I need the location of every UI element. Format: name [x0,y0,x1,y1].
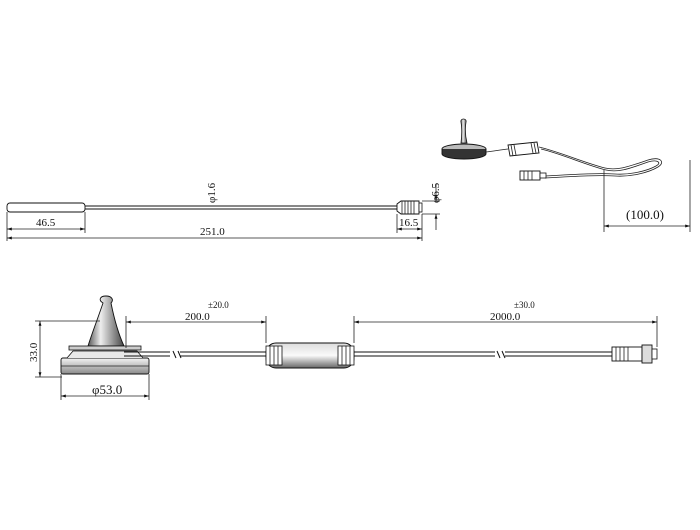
cable2-length-dimension: 2000.0 ±30.0 [353,300,658,347]
end-connector [611,344,658,364]
rod-view: φ1.6 φ6.5 46.5 16.5 251.0 [6,182,442,241]
inline-module [265,342,355,369]
iso-magnetic-base [441,118,487,160]
cable1-length-dimension: 200.0 ±20.0 [125,300,267,348]
iso-end-connector [519,170,547,181]
iso-inline-module [507,141,540,157]
isometric-view: (100.0) [441,118,691,232]
cable-segment-2 [354,350,612,359]
base-height-label: 33.0 [28,342,40,362]
iso-cable-2 [538,146,662,179]
tip-diameter-label: φ6.5 [430,182,442,203]
total-length-label: 251.0 [200,226,225,238]
cable1-length-label: 200.0 [185,311,210,323]
cable-segment-1 [124,350,266,359]
right-section-label: 16.5 [399,217,419,229]
cable2-tolerance-label: ±30.0 [514,300,535,310]
base-diameter-label: φ53.0 [92,382,122,397]
rod-base-section [6,202,86,213]
base-diameter-dimension: φ53.0 [60,374,150,400]
magnetic-base [60,295,150,375]
cable1-tolerance-label: ±20.0 [208,300,229,310]
rod-diameter-label: φ1.6 [206,182,218,203]
assembly-view: 33.0 φ53.0 200.0 ±20.0 2000.0 ±30.0 [28,295,658,400]
left-section-label: 46.5 [36,217,56,229]
base-height-dimension: 33.0 [28,320,100,378]
iso-cable-1 [485,148,509,153]
rod-tip-connector [396,200,423,215]
loop-height-dimension: (100.0) [603,160,691,232]
cable2-length-label: 2000.0 [490,311,521,323]
loop-height-label: (100.0) [626,207,664,222]
